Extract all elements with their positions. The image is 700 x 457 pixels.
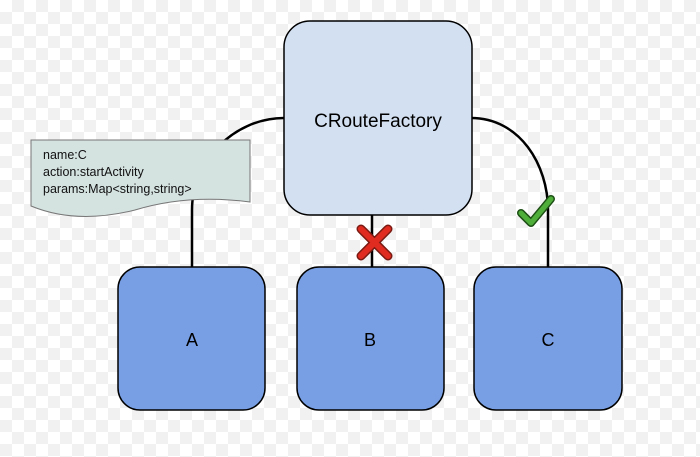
child-node-b-label: B <box>364 330 376 350</box>
connector-root-to-c <box>470 116 550 267</box>
note-line-name: name:C <box>43 148 87 162</box>
child-node-c-box <box>473 266 623 411</box>
note-line-params: params:Map<string,string> <box>43 182 192 196</box>
root-node: CRouteFactory <box>283 20 473 216</box>
red-cross-icon <box>356 224 393 261</box>
note-box <box>30 139 251 217</box>
green-check-icon <box>517 195 555 227</box>
child-node-c-label: C <box>542 330 555 350</box>
child-node-b-box <box>296 266 445 411</box>
child-node-a-label: A <box>186 330 198 350</box>
root-node-box <box>283 20 473 216</box>
child-node-b: B <box>296 266 445 411</box>
child-node-c: C <box>473 266 623 411</box>
note-shape: name:C action:startActivity params:Map<s… <box>30 139 251 217</box>
root-node-label: CRouteFactory <box>314 111 442 132</box>
child-node-a: A <box>117 266 266 411</box>
note-line-action: action:startActivity <box>43 165 144 179</box>
child-node-a-box <box>117 266 266 411</box>
